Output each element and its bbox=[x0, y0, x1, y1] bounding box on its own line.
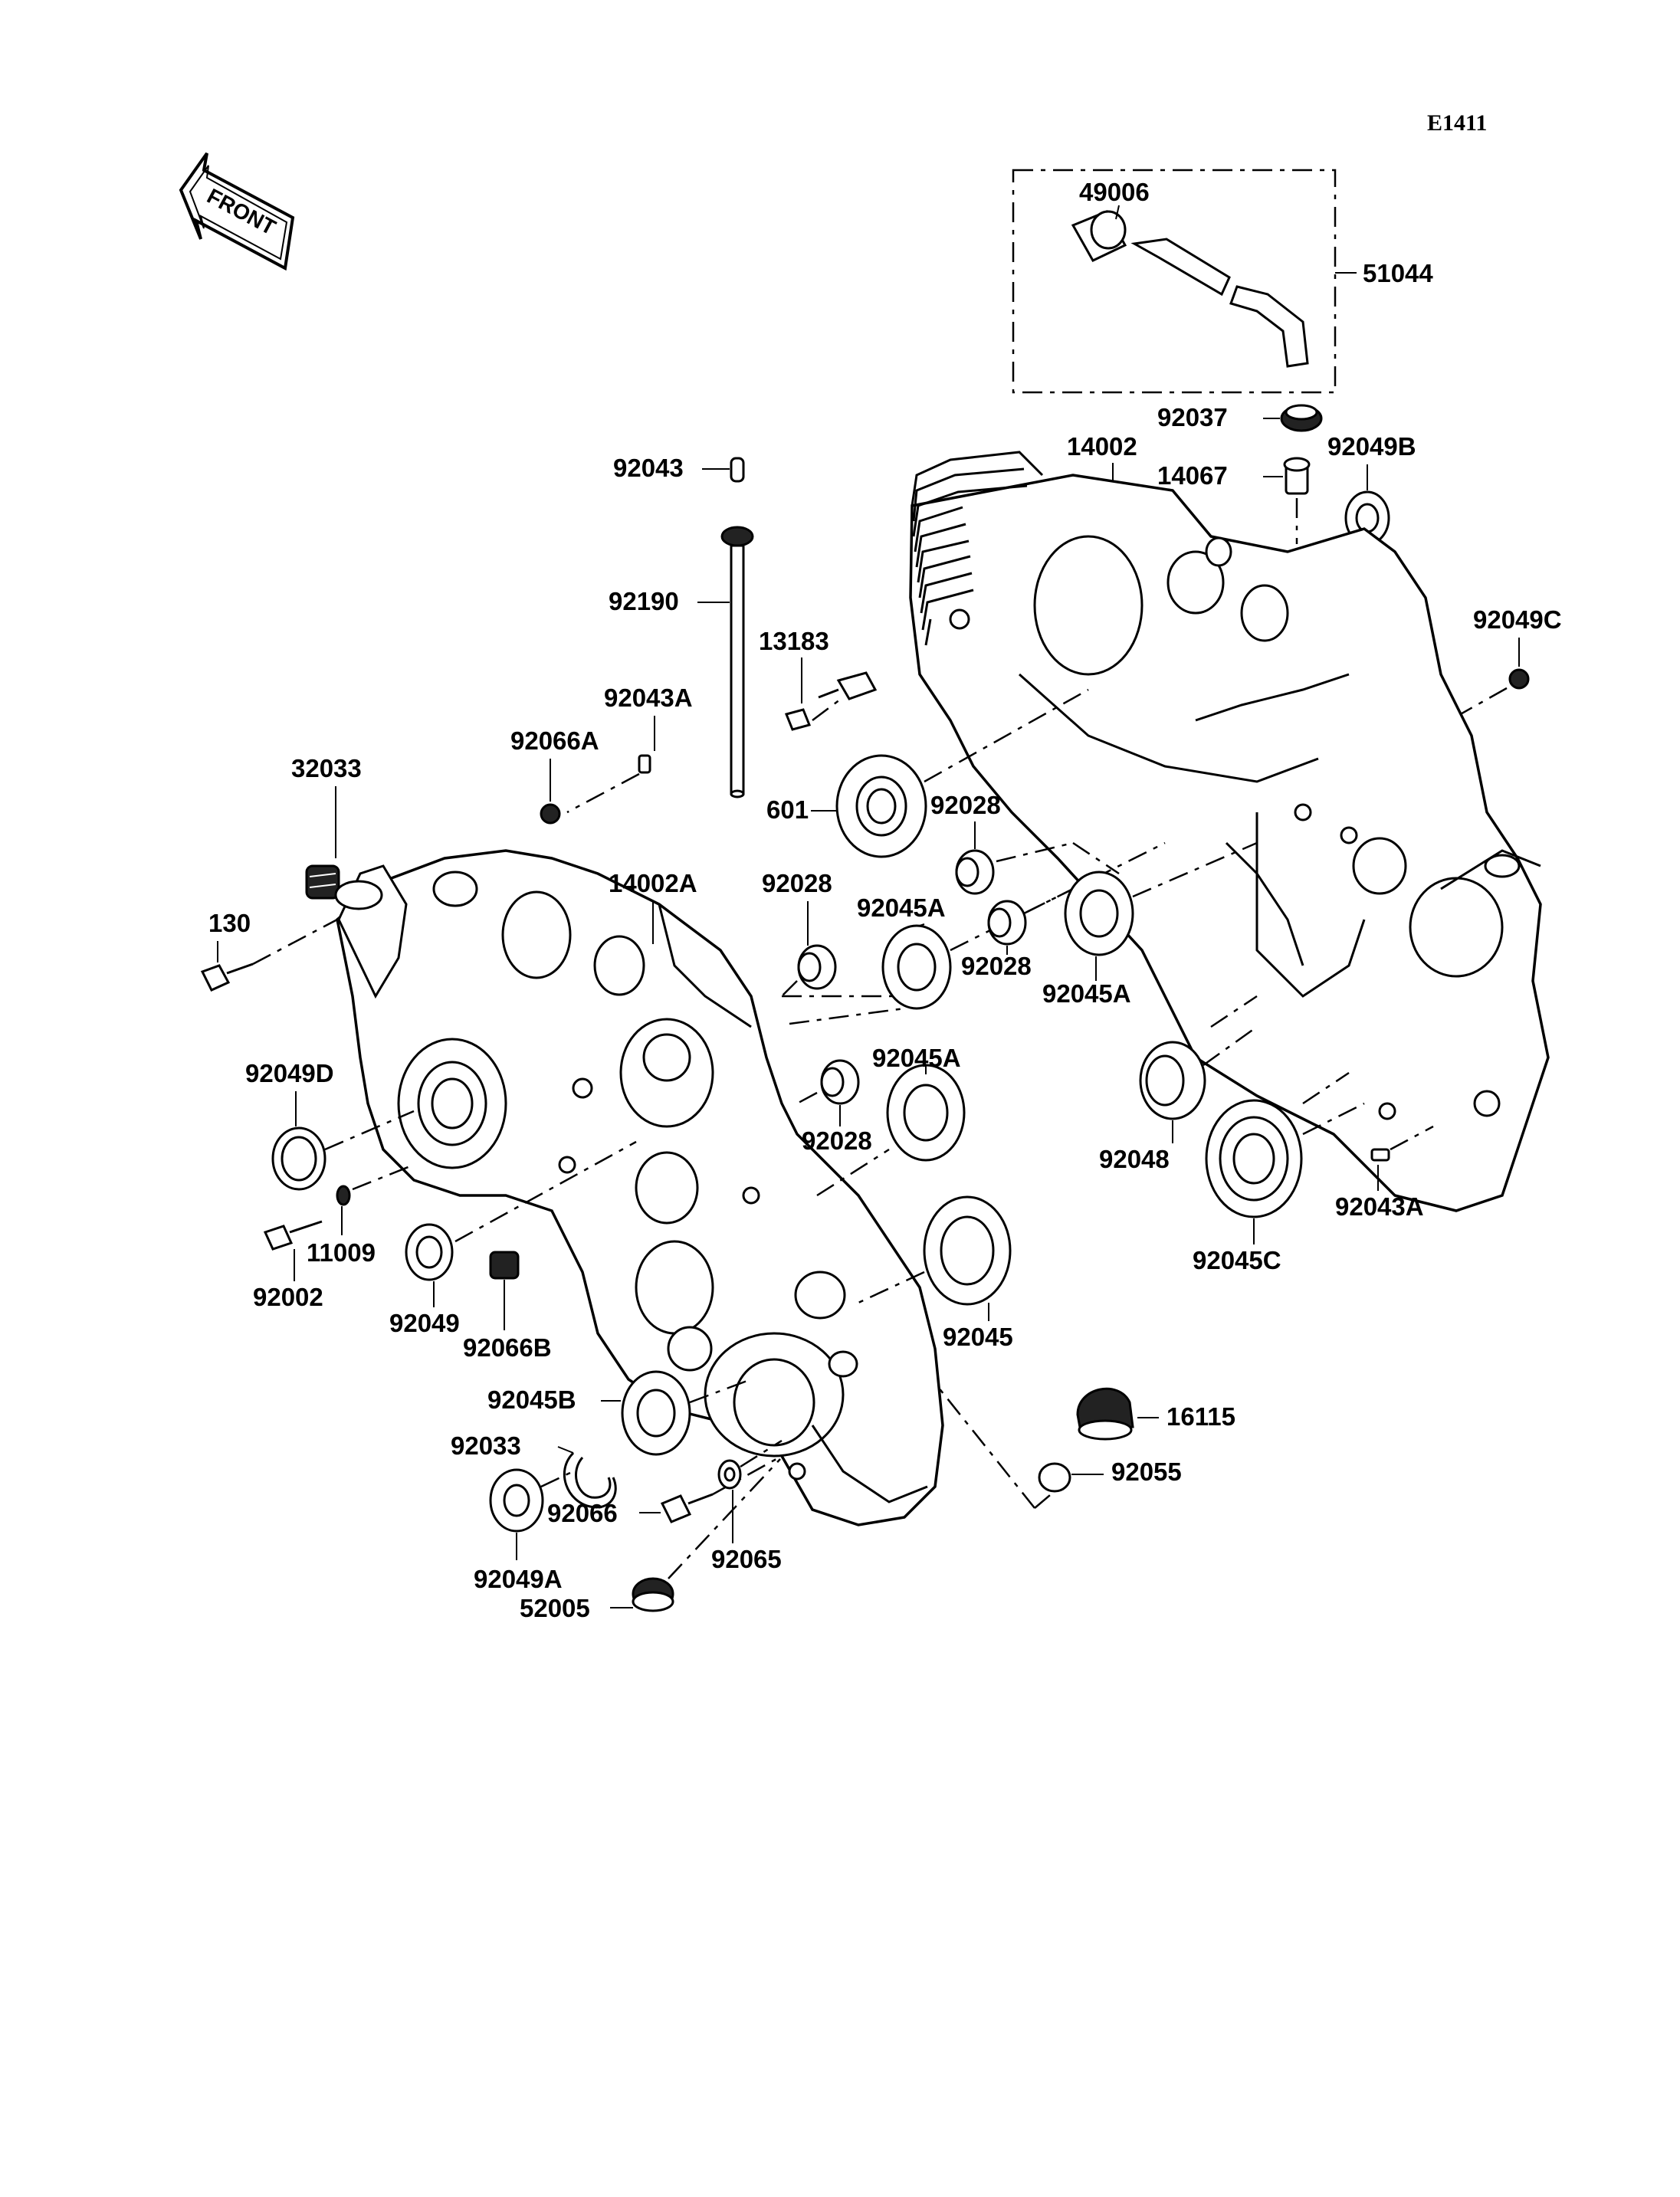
part-label-92045B: 92045B bbox=[487, 1385, 576, 1414]
front-arrow-icon: FRONT bbox=[179, 152, 295, 271]
part-label-14067: 14067 bbox=[1157, 461, 1228, 490]
bolt-13183 bbox=[818, 671, 878, 700]
bushing-92028-a bbox=[955, 849, 995, 895]
plug-52005 bbox=[632, 1577, 674, 1612]
part-label-92049B: 92049B bbox=[1327, 432, 1416, 461]
part-label-92045A-c: 92045A bbox=[872, 1044, 961, 1072]
part-label-92028-b: 92028 bbox=[762, 869, 832, 897]
part-label-32033: 32033 bbox=[291, 754, 362, 782]
left-crankcase-14002A bbox=[334, 849, 944, 1526]
spacer-92048 bbox=[1139, 1041, 1206, 1120]
part-label-14002A: 14002A bbox=[609, 869, 697, 897]
part-label-92045: 92045 bbox=[943, 1323, 1013, 1351]
washer-92065 bbox=[717, 1459, 742, 1490]
seal-92049 bbox=[405, 1223, 454, 1281]
bushing-92028-b bbox=[797, 944, 837, 990]
part-label-92045A-a: 92045A bbox=[857, 894, 946, 922]
bushing-92028-c bbox=[987, 900, 1027, 946]
part-label-16115: 16115 bbox=[1166, 1402, 1235, 1431]
seal-92049D bbox=[271, 1126, 326, 1191]
right-crankcase-14002 bbox=[909, 451, 1550, 1212]
bearing-601 bbox=[835, 754, 927, 858]
part-label-49006: 49006 bbox=[1079, 178, 1150, 206]
plug-92066A bbox=[540, 803, 561, 825]
plug-92049C bbox=[1508, 668, 1530, 690]
plug-92066B bbox=[489, 1251, 520, 1280]
bolt-130 bbox=[200, 962, 254, 992]
part-label-130: 130 bbox=[208, 909, 251, 937]
bearing-92045B bbox=[621, 1370, 691, 1456]
part-label-92045C: 92045C bbox=[1193, 1246, 1281, 1274]
part-label-92066A: 92066A bbox=[510, 726, 599, 755]
breather-cap bbox=[1071, 210, 1127, 262]
breather-assembly bbox=[1012, 169, 1357, 394]
part-label-11009: 11009 bbox=[307, 1238, 376, 1267]
part-label-92002: 92002 bbox=[253, 1283, 323, 1311]
washer-11009 bbox=[336, 1185, 351, 1206]
part-label-92028-a: 92028 bbox=[930, 791, 1001, 819]
part-label-92049: 92049 bbox=[389, 1309, 460, 1337]
part-label-92028-c: 92028 bbox=[961, 952, 1032, 980]
spring-32033 bbox=[305, 864, 340, 900]
bearing-92045A-b bbox=[1064, 871, 1134, 956]
part-label-92028-d: 92028 bbox=[802, 1126, 872, 1155]
part-label-92055: 92055 bbox=[1111, 1458, 1182, 1486]
cap-16115 bbox=[1076, 1387, 1134, 1441]
part-label-14002: 14002 bbox=[1067, 432, 1137, 461]
bearing-92045A-c bbox=[886, 1064, 966, 1162]
part-label-92037: 92037 bbox=[1157, 403, 1228, 431]
bearing-92045 bbox=[923, 1195, 1012, 1306]
figure-id: E1411 bbox=[1427, 110, 1487, 136]
bolt-92002 bbox=[263, 1220, 323, 1251]
tab-13183 bbox=[784, 708, 812, 731]
bearing-92045A-a bbox=[881, 924, 952, 1010]
part-label-92045A-b: 92045A bbox=[1042, 979, 1131, 1008]
part-label-13183: 13183 bbox=[759, 627, 829, 655]
pin-92043 bbox=[730, 457, 745, 483]
bearing-92045C bbox=[1205, 1099, 1303, 1218]
pin-92043A-bottom bbox=[1370, 1148, 1390, 1162]
cylinder-fins bbox=[911, 451, 1044, 646]
part-label-92066B: 92066B bbox=[463, 1333, 552, 1362]
part-label-92065: 92065 bbox=[711, 1545, 782, 1573]
circlip-92033 bbox=[563, 1451, 617, 1509]
part-label-92043: 92043 bbox=[613, 454, 684, 482]
part-label-92190: 92190 bbox=[609, 587, 679, 615]
part-label-51044: 51044 bbox=[1363, 259, 1433, 287]
clamp-92037 bbox=[1280, 404, 1323, 432]
bolt-92066 bbox=[660, 1493, 714, 1523]
part-label-92043A-bottom: 92043A bbox=[1335, 1192, 1424, 1221]
oring-92055 bbox=[1038, 1462, 1071, 1493]
dipstick-92190 bbox=[720, 526, 754, 798]
part-label-92049D: 92049D bbox=[245, 1059, 334, 1087]
bushing-92028-d bbox=[820, 1059, 860, 1105]
fitting-14067 bbox=[1283, 457, 1311, 495]
part-label-52005: 52005 bbox=[520, 1594, 590, 1622]
part-label-92049C: 92049C bbox=[1473, 605, 1562, 634]
part-label-601: 601 bbox=[766, 795, 809, 824]
part-label-92049A: 92049A bbox=[474, 1565, 563, 1593]
seal-92049A bbox=[489, 1468, 544, 1533]
part-label-92033: 92033 bbox=[451, 1431, 521, 1460]
part-label-92066: 92066 bbox=[547, 1499, 618, 1527]
pin-92043A-top bbox=[638, 754, 651, 774]
breather-hose bbox=[1130, 238, 1309, 368]
part-label-92043A-top: 92043A bbox=[604, 684, 693, 712]
part-label-92048: 92048 bbox=[1099, 1145, 1170, 1173]
